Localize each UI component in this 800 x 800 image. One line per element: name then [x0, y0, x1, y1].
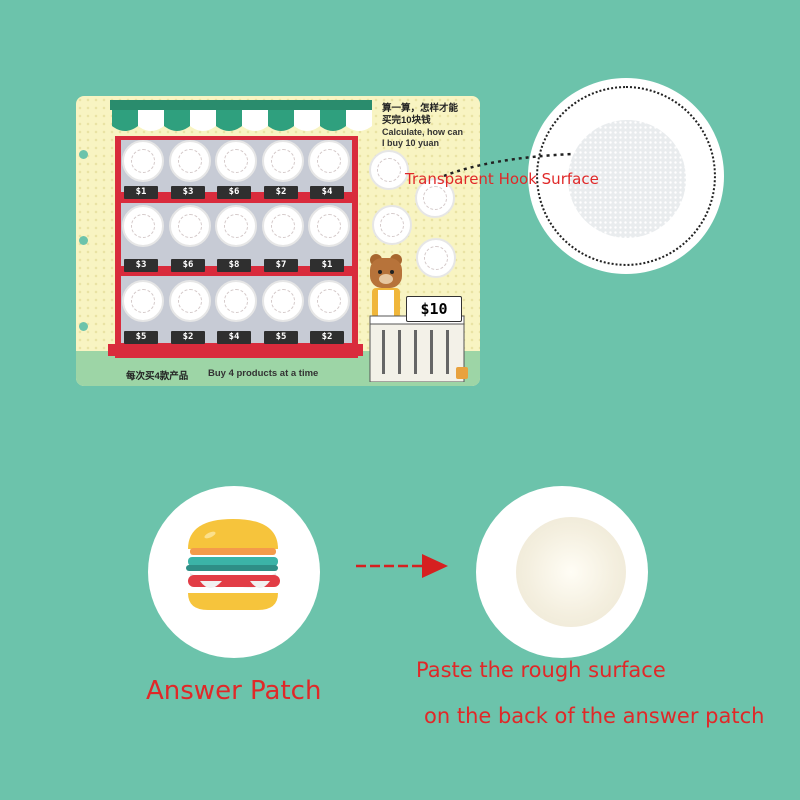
product-plate[interactable]: [169, 205, 211, 247]
binder-hole: [79, 236, 88, 245]
product-outline: [178, 289, 202, 313]
price-tag: $4: [310, 186, 344, 199]
product-plate[interactable]: [215, 140, 257, 182]
paste-instruction-line1: Paste the rough surface: [416, 658, 666, 682]
paste-instruction-line2: on the back of the answer patch: [424, 704, 765, 728]
burger-icon: [186, 519, 280, 610]
shelf-base: [108, 344, 363, 356]
answer-patch-label: Answer Patch: [146, 676, 322, 706]
price-tag: $2: [264, 186, 298, 199]
counter-slat: [446, 330, 449, 374]
product-outline: [317, 149, 341, 173]
product-outline: [224, 289, 248, 313]
awning-stripe: [190, 110, 216, 131]
transparent-hook-label: Transparent Hook Surface: [405, 170, 599, 188]
awning: [110, 100, 372, 131]
product-plate[interactable]: [169, 280, 211, 322]
price-tag: $7: [264, 259, 298, 272]
counter-slat: [382, 330, 385, 374]
price-tag: $5: [124, 331, 158, 344]
price-tag: $3: [171, 186, 205, 199]
price-tag: $6: [171, 259, 205, 272]
awning-stripe: [320, 110, 346, 131]
binder-hole: [79, 322, 88, 331]
price-tag: $2: [171, 331, 205, 344]
binder-hole: [79, 150, 88, 159]
product-plate[interactable]: [308, 205, 350, 247]
awning-stripe: [268, 110, 294, 131]
answer-slot[interactable]: [415, 178, 455, 218]
awning-stripe: [242, 110, 268, 131]
hook-zoom-dashed-ring: [536, 86, 716, 266]
price-tag: $5: [264, 331, 298, 344]
awning-stripe: [346, 110, 372, 131]
awning-stripe: [164, 110, 190, 131]
price-tag: $1: [124, 186, 158, 199]
rough-surface-texture: [516, 517, 626, 627]
product-plate[interactable]: [262, 280, 304, 322]
bear-icon: [369, 254, 465, 382]
product-plate[interactable]: [122, 205, 164, 247]
product-outline: [317, 214, 341, 238]
product-outline: [178, 214, 202, 238]
product-outline: [131, 149, 155, 173]
task-english: Calculate, how can I buy 10 yuan: [382, 127, 464, 148]
page-badge: [456, 367, 468, 379]
product-plate[interactable]: [262, 205, 304, 247]
product-plate[interactable]: [122, 140, 164, 182]
awning-stripe: [138, 110, 164, 131]
product-outline: [178, 149, 202, 173]
price-tag: $4: [217, 331, 251, 344]
product-plate[interactable]: [308, 280, 350, 322]
product-outline: [317, 289, 341, 313]
counter-slat: [398, 330, 401, 374]
product-plate[interactable]: [169, 140, 211, 182]
price-tag: $2: [310, 331, 344, 344]
price-tag: $6: [217, 186, 251, 199]
footer-english: Buy 4 products at a time: [208, 368, 319, 379]
counter-slat: [414, 330, 417, 374]
price-tag: $1: [310, 259, 344, 272]
product-plate[interactable]: [215, 280, 257, 322]
hook-texture: [568, 120, 686, 238]
arrow-right-icon: [356, 554, 448, 578]
leader-line: [443, 152, 573, 178]
product-outline: [224, 149, 248, 173]
answer-patch-circle: [148, 486, 320, 658]
awning-stripe: [294, 110, 320, 131]
price-tag: $8: [217, 259, 251, 272]
product-outline: [271, 289, 295, 313]
product-outline: [131, 214, 155, 238]
product-plate[interactable]: [308, 140, 350, 182]
register-price: $10: [406, 296, 462, 322]
task-chinese: 算一算，怎样才能买完10块钱: [382, 103, 459, 126]
product-outline: [131, 289, 155, 313]
product-plate[interactable]: [122, 280, 164, 322]
product-outline: [271, 149, 295, 173]
footer-chinese: 每次买4款产品: [126, 371, 189, 382]
price-tag: $3: [124, 259, 158, 272]
answer-slot[interactable]: [372, 205, 412, 245]
product-outline: [271, 214, 295, 238]
counter-slat: [430, 330, 433, 374]
answer-slot[interactable]: [369, 150, 409, 190]
awning-stripe: [216, 110, 242, 131]
product-plate[interactable]: [262, 140, 304, 182]
product-plate[interactable]: [215, 205, 257, 247]
answer-slot[interactable]: [416, 238, 456, 278]
awning-stripe: [112, 110, 138, 131]
product-outline: [224, 214, 248, 238]
